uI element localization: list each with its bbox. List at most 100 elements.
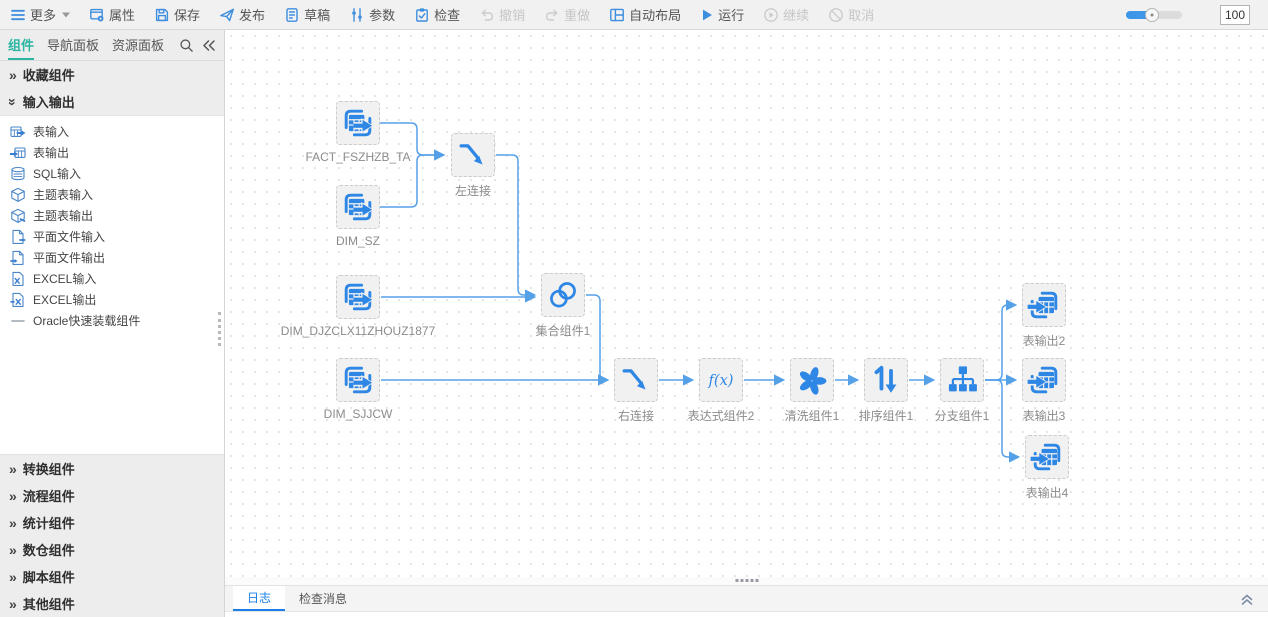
toolbar-params-button[interactable]: 参数 bbox=[349, 5, 395, 24]
sort-node-icon[interactable] bbox=[864, 358, 908, 402]
component-item-excel-input[interactable]: EXCEL输入 bbox=[0, 268, 224, 289]
toolbar-undo-button: 撤销 bbox=[479, 5, 525, 24]
component-item-table-input[interactable]: 表输入 bbox=[0, 121, 224, 142]
sidebar-tab-components[interactable]: 组件 bbox=[8, 30, 35, 60]
union-node-icon[interactable] bbox=[541, 273, 585, 317]
toolbar-save-button[interactable]: 保存 bbox=[154, 5, 200, 24]
table-input-node-icon[interactable] bbox=[336, 358, 380, 402]
flow-node-right_join: 右连接 bbox=[614, 358, 658, 423]
bottom-panel-tabs: 日志检查消息 bbox=[233, 586, 361, 611]
sidebar-resize-handle[interactable] bbox=[218, 312, 223, 346]
sidebar-section-favorites[interactable]: »收藏组件 bbox=[0, 61, 224, 88]
component-item-subject-table-output[interactable]: 主题表输出 bbox=[0, 205, 224, 226]
section-label: 转换组件 bbox=[22, 462, 75, 477]
table-input-node-icon[interactable] bbox=[336, 185, 380, 229]
sidebar-section-script[interactable]: »脚本组件 bbox=[0, 563, 224, 590]
flat-file-input-icon bbox=[10, 229, 26, 245]
flow-node-dim_djzclx11zhouz1877: DIM_DJZCLX11ZHOUZ1877 bbox=[281, 275, 435, 338]
toolbar: 更多属性保存发布草稿参数检查撤销重做自动布局运行继续取消 bbox=[0, 0, 1268, 30]
toolbar-publish-button[interactable]: 发布 bbox=[219, 5, 265, 24]
edge-branch1-to-table_out4[interactable] bbox=[985, 379, 1021, 463]
save-icon bbox=[154, 7, 170, 23]
flat-file-output-icon bbox=[10, 250, 26, 266]
chevrons-up-icon[interactable] bbox=[1240, 592, 1254, 606]
toolbar-cancel-label: 取消 bbox=[848, 8, 875, 23]
params-icon bbox=[349, 7, 365, 23]
section-label: 数仓组件 bbox=[22, 543, 75, 558]
panel-tab-log[interactable]: 日志 bbox=[233, 586, 286, 611]
panel-drag-handle[interactable] bbox=[735, 579, 758, 582]
component-item-flat-file-output[interactable]: 平面文件输出 bbox=[0, 247, 224, 268]
sidebar-section-other[interactable]: »其他组件 bbox=[0, 590, 224, 617]
component-item-label: EXCEL输出 bbox=[33, 293, 97, 307]
table-input-icon bbox=[10, 124, 26, 140]
toolbar-redo-button: 重做 bbox=[544, 5, 590, 24]
flow-canvas[interactable]: FACT_FSZHZB_TA DIM_SZ 左连接 DIM_DJZCLX11ZH… bbox=[225, 30, 1268, 577]
edge-dim_sz-to-left_join[interactable] bbox=[380, 149, 446, 208]
component-item-label: 主题表输出 bbox=[33, 209, 94, 223]
toolbar-autolayout-button[interactable]: 自动布局 bbox=[609, 5, 681, 24]
sidebar-section-statistics[interactable]: » 统计组件 bbox=[0, 509, 224, 536]
toolbar-run-button[interactable]: 运行 bbox=[700, 5, 744, 24]
chevrons-right-icon: » bbox=[9, 514, 17, 531]
pinwheel-node-icon[interactable] bbox=[790, 358, 834, 402]
sidebar-tab-nav-panel[interactable]: 导航面板 bbox=[47, 37, 100, 53]
toolbar-params-label: 参数 bbox=[369, 8, 396, 23]
more-icon bbox=[10, 7, 26, 23]
toolbar-run-label: 运行 bbox=[718, 8, 745, 23]
zoom-slider[interactable] bbox=[1126, 7, 1182, 22]
component-item-oracle-fast-load[interactable]: Oracle快速装载组件 bbox=[0, 310, 224, 331]
flow-node-union1: 集合组件1 bbox=[536, 273, 590, 338]
table-output-node-icon[interactable] bbox=[1022, 358, 1066, 402]
section-label: 统计组件 bbox=[22, 516, 75, 531]
zoom-slider-handle[interactable] bbox=[1144, 7, 1159, 22]
flow-edges-layer bbox=[380, 122, 1021, 463]
table-output-node-icon[interactable] bbox=[1025, 435, 1069, 479]
flow-node-table_out2: 表输出2 bbox=[1022, 283, 1066, 348]
component-item-excel-output[interactable]: EXCEL输出 bbox=[0, 289, 224, 310]
edge-branch1-to-table_out2[interactable] bbox=[985, 299, 1018, 381]
panel-tab-check-messages[interactable]: 检查消息 bbox=[299, 592, 348, 606]
flow-node-dim_sjjcw: DIM_SJJCW bbox=[324, 358, 392, 421]
run-icon bbox=[700, 8, 714, 22]
flow-node-dim_sz: DIM_SZ bbox=[336, 185, 380, 248]
join-node-icon[interactable] bbox=[451, 133, 495, 177]
toolbar-check-button[interactable]: 检查 bbox=[414, 5, 460, 24]
table-input-node-icon[interactable] bbox=[336, 275, 380, 319]
component-item-subject-table-input[interactable]: 主题表输入 bbox=[0, 184, 224, 205]
join-node-icon[interactable] bbox=[614, 358, 658, 402]
check-icon bbox=[414, 7, 430, 23]
table-output-node-icon[interactable] bbox=[1022, 283, 1066, 327]
collapse-sidebar-icon[interactable] bbox=[202, 39, 216, 52]
svg-text:f(x): f(x) bbox=[708, 373, 734, 389]
fx-node-icon[interactable]: f(x) bbox=[699, 358, 743, 402]
toolbar-more-button[interactable]: 更多 bbox=[10, 5, 71, 24]
flow-node-expression2: f(x)表达式组件2 bbox=[688, 358, 754, 423]
sidebar-section-warehouse[interactable]: »数仓组件 bbox=[0, 536, 224, 563]
component-item-sql-input[interactable]: SQL输入 bbox=[0, 163, 224, 184]
table-input-node-icon[interactable] bbox=[336, 101, 380, 145]
sidebar-tab-resource-panel[interactable]: 资源面板 bbox=[112, 37, 165, 53]
toolbar-properties-button[interactable]: 属性 bbox=[89, 5, 135, 24]
sidebar-section-input-output[interactable]: »输入输出 bbox=[0, 88, 224, 115]
undo-icon bbox=[479, 7, 495, 23]
toolbar-right-group bbox=[1126, 4, 1258, 25]
excel-output-icon bbox=[10, 292, 26, 308]
subject-table-input-icon bbox=[10, 187, 26, 203]
section-label: 其他组件 bbox=[22, 597, 75, 612]
component-item-label: EXCEL输入 bbox=[33, 272, 97, 286]
sidebar-section-transform[interactable]: »转换组件 bbox=[0, 455, 224, 482]
flow-node-table_out3: 表输出3 bbox=[1022, 358, 1066, 423]
zoom-value-input[interactable] bbox=[1220, 4, 1250, 25]
component-item-table-output[interactable]: 表输出 bbox=[0, 142, 224, 163]
toolbar-draft-button[interactable]: 草稿 bbox=[284, 5, 330, 24]
node-label: 左连接 bbox=[454, 184, 492, 198]
sidebar-section-flow[interactable]: »流程组件 bbox=[0, 482, 224, 509]
component-item-flat-file-input[interactable]: 平面文件输入 bbox=[0, 226, 224, 247]
branch-node-icon[interactable] bbox=[940, 358, 984, 402]
edge-left_join-to-union1[interactable] bbox=[496, 154, 537, 301]
search-icon[interactable] bbox=[179, 38, 194, 53]
